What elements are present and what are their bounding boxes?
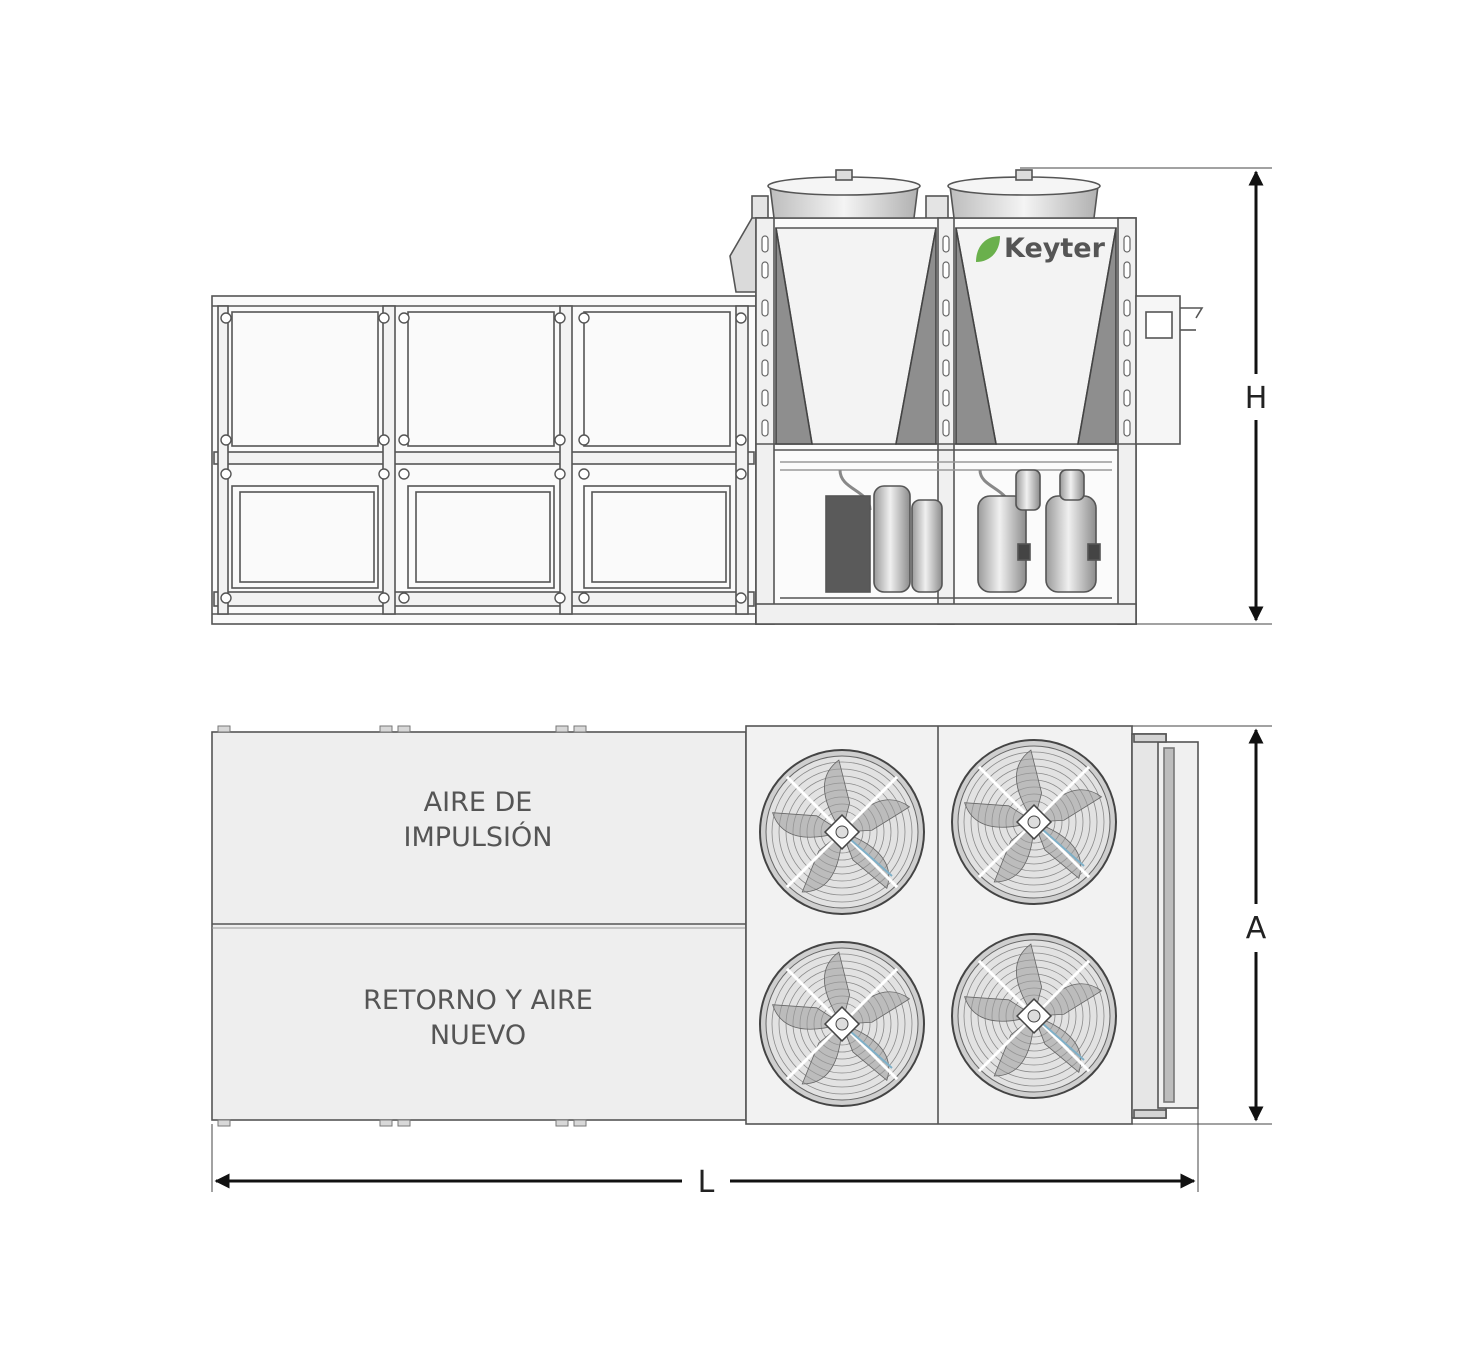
width-dimension: A	[1132, 725, 1272, 1125]
air-handling-section	[211, 295, 757, 625]
supply-air-label-line1: AIRE DE	[424, 787, 533, 818]
return-air-label-line1: RETORNO Y AIRE	[363, 985, 593, 1016]
fan-cap-left	[767, 169, 921, 219]
width-label: A	[1246, 911, 1267, 946]
top-view: AIRE DE IMPULSIÓN RETORNO Y AIRE NUEVO A	[211, 725, 1272, 1200]
height-dimension: H	[1020, 167, 1272, 625]
return-air-label-line2: NUEVO	[430, 1020, 526, 1051]
fan-group	[759, 739, 1117, 1107]
axial-fan-icon	[759, 941, 925, 1107]
height-label: H	[1245, 381, 1268, 416]
leaf-icon	[976, 236, 1000, 262]
keyter-logo: Keyter	[976, 233, 1106, 264]
logo-text: Keyter	[1004, 233, 1106, 264]
electrical-box	[1135, 295, 1204, 445]
supply-air-label-line2: IMPULSIÓN	[404, 821, 553, 853]
length-dimension: L	[211, 1108, 1199, 1200]
condensing-section: Keyter	[729, 169, 1137, 625]
air-zones	[211, 725, 747, 1127]
axial-fan-icon	[951, 933, 1117, 1099]
axial-fan-icon	[951, 739, 1117, 905]
axial-fan-icon	[759, 749, 925, 915]
length-label: L	[698, 1165, 715, 1200]
electrical-box-top	[1131, 733, 1199, 1119]
side-view: Keyter H	[211, 167, 1272, 625]
fan-cap-right	[947, 169, 1101, 219]
compressor-bay	[780, 461, 1112, 599]
